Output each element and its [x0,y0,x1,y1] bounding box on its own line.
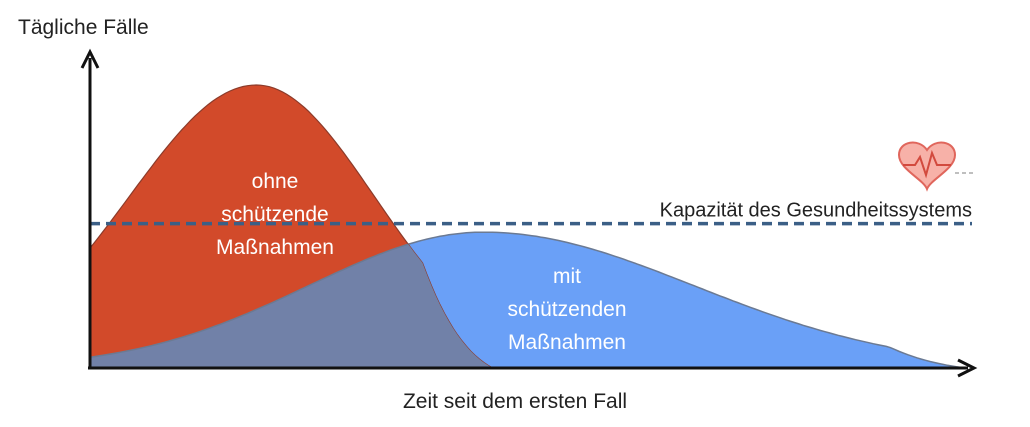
lbl-ohne-line: ohne [252,170,299,193]
y-axis [80,48,100,368]
lbl-ohne-line: schützende [221,203,328,226]
lbl-ohne-line: Maßnahmen [216,236,334,259]
lbl-mit-line: schützenden [507,298,626,321]
heart-monitor-icon [897,141,973,192]
lbl-mit-line: mit [553,265,581,288]
y-axis-label: Tägliche Fälle [18,16,149,39]
x-axis [88,358,978,378]
capacity-label: Kapazität des Gesundheitssystems [660,200,972,222]
lbl-mit-line: Maßnahmen [508,331,626,354]
x-axis-label: Zeit seit dem ersten Fall [403,390,627,413]
